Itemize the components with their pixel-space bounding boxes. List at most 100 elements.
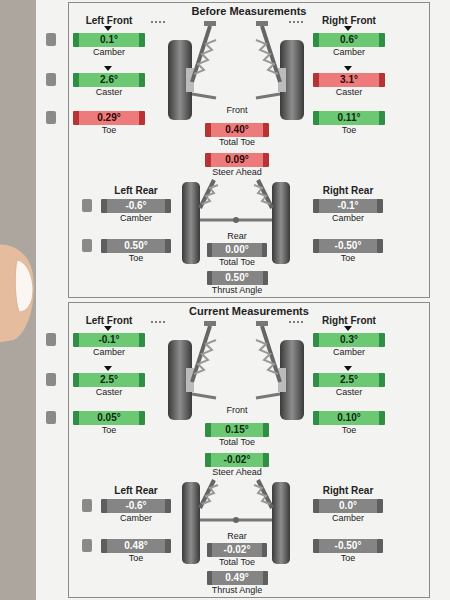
- value-bar: -0.6°: [101, 499, 171, 513]
- axle-label: Front: [226, 405, 247, 416]
- value-bar: 0.29°: [73, 111, 145, 125]
- measurement-label: Thrust Angle: [207, 285, 268, 296]
- measurement-label: Camber: [313, 513, 383, 524]
- measurement-label: Camber: [73, 347, 145, 358]
- wheel-position-label: Left Rear: [114, 185, 157, 196]
- measurement-panel: Current Measurements-0.1°Camber0.3°Cambe…: [68, 302, 430, 598]
- value-bar: 2.5°: [313, 373, 385, 387]
- measurement-panel: Before Measurements0.1°Camber0.6°Camber2…: [68, 2, 430, 298]
- measurement-gauge: 0.15°Total Toe: [205, 423, 269, 448]
- measurement-label: Toe: [101, 553, 171, 564]
- axle-label: Rear: [227, 231, 247, 242]
- wheel-position-label: Right Rear: [323, 485, 374, 496]
- measurement-gauge: 0.1°Camber: [73, 33, 145, 58]
- value-bar: 2.6°: [73, 73, 145, 87]
- wheel-position-label: Right Front: [322, 15, 376, 26]
- value-bar: -0.50°: [313, 539, 383, 553]
- measurement-label: Total Toe: [205, 137, 269, 148]
- measurement-label: Caster: [73, 87, 145, 98]
- measurement-label: Steer Ahead: [205, 167, 269, 178]
- panel-heading: Before Measurements: [69, 3, 429, 17]
- wheel-position-label: Right Front: [322, 315, 376, 326]
- value-bar: -0.50°: [313, 239, 383, 253]
- wheel-position-label: Right Rear: [323, 185, 374, 196]
- value-bar: 0.50°: [207, 271, 268, 285]
- measurement-gauge: 2.5°Caster: [313, 373, 385, 398]
- measurement-label: Caster: [73, 387, 145, 398]
- value-bar: 0.49°: [207, 571, 268, 585]
- value-bar: 0.09°: [205, 153, 269, 167]
- measurement-label: Caster: [313, 387, 385, 398]
- measurement-gauge: 2.5°Caster: [73, 373, 145, 398]
- value-bar: 0.05°: [73, 411, 145, 425]
- measurement-gauge: 0.40°Total Toe: [205, 123, 269, 148]
- measurement-gauge: 0.48°Toe: [101, 539, 171, 564]
- measurement-label: Total Toe: [205, 437, 269, 448]
- value-bar: 0.00°: [207, 243, 267, 257]
- measurement-gauge: -0.02°Steer Ahead: [205, 453, 269, 478]
- measurement-label: Steer Ahead: [205, 467, 269, 478]
- wheel-position-label: Left Front: [86, 15, 133, 26]
- value-bar: 0.0°: [313, 499, 383, 513]
- measurement-gauge: -0.6°Camber: [101, 199, 171, 224]
- measurement-label: Toe: [313, 553, 383, 564]
- measurement-label: Toe: [101, 253, 171, 264]
- measurement-label: Toe: [313, 425, 385, 436]
- wheel-position-label: Left Front: [86, 315, 133, 326]
- measurement-gauge: -0.1°Camber: [313, 199, 383, 224]
- panel-heading: Current Measurements: [69, 303, 429, 317]
- measurement-label: Camber: [101, 513, 171, 524]
- paper-sheet: [36, 0, 450, 600]
- measurement-gauge: 2.6°Caster: [73, 73, 145, 98]
- value-bar: -0.02°: [205, 453, 269, 467]
- measurement-gauge: 0.50°Thrust Angle: [207, 271, 268, 296]
- value-bar: 0.3°: [313, 333, 385, 347]
- measurement-gauge: 0.6°Camber: [313, 33, 385, 58]
- value-bar: 0.11°: [313, 111, 385, 125]
- measurement-gauge: 0.29°Toe: [73, 111, 145, 136]
- finger: [0, 244, 34, 344]
- value-bar: 0.40°: [205, 123, 269, 137]
- measurement-gauge: 0.09°Steer Ahead: [205, 153, 269, 178]
- measurement-gauge: 0.05°Toe: [73, 411, 145, 436]
- measurement-gauge: 0.00°Total Toe: [207, 243, 267, 268]
- measurement-label: Camber: [313, 47, 385, 58]
- value-bar: -0.1°: [73, 333, 145, 347]
- measurement-label: Toe: [73, 125, 145, 136]
- measurement-gauge: -0.1°Camber: [73, 333, 145, 358]
- value-bar: -0.02°: [207, 543, 267, 557]
- measurement-label: Camber: [73, 47, 145, 58]
- value-bar: 0.15°: [205, 423, 269, 437]
- measurement-label: Total Toe: [207, 557, 267, 568]
- measurement-label: Toe: [73, 425, 145, 436]
- value-bar: 0.50°: [101, 239, 171, 253]
- measurement-label: Thrust Angle: [207, 585, 268, 596]
- wheel-position-label: Left Rear: [114, 485, 157, 496]
- value-bar: -0.1°: [313, 199, 383, 213]
- measurement-gauge: 3.1°Caster: [313, 73, 385, 98]
- measurement-gauge: 0.49°Thrust Angle: [207, 571, 268, 596]
- measurement-label: Total Toe: [207, 257, 267, 268]
- measurement-label: Toe: [313, 253, 383, 264]
- measurement-label: Toe: [313, 125, 385, 136]
- measurement-gauge: 0.11°Toe: [313, 111, 385, 136]
- measurement-label: Camber: [101, 213, 171, 224]
- value-bar: -0.6°: [101, 199, 171, 213]
- measurement-label: Caster: [313, 87, 385, 98]
- value-bar: 0.10°: [313, 411, 385, 425]
- value-bar: 3.1°: [313, 73, 385, 87]
- measurement-label: Camber: [313, 347, 385, 358]
- measurement-gauge: 0.3°Camber: [313, 333, 385, 358]
- value-bar: 0.6°: [313, 33, 385, 47]
- measurement-gauge: 0.0°Camber: [313, 499, 383, 524]
- measurement-gauge: 0.10°Toe: [313, 411, 385, 436]
- measurement-gauge: 0.50°Toe: [101, 239, 171, 264]
- value-bar: 0.48°: [101, 539, 171, 553]
- measurement-gauge: -0.6°Camber: [101, 499, 171, 524]
- value-bar: 2.5°: [73, 373, 145, 387]
- measurement-label: Camber: [313, 213, 383, 224]
- axle-label: Front: [226, 105, 247, 116]
- value-bar: 0.1°: [73, 33, 145, 47]
- measurement-gauge: -0.50°Toe: [313, 239, 383, 264]
- measurement-gauge: -0.50°Toe: [313, 539, 383, 564]
